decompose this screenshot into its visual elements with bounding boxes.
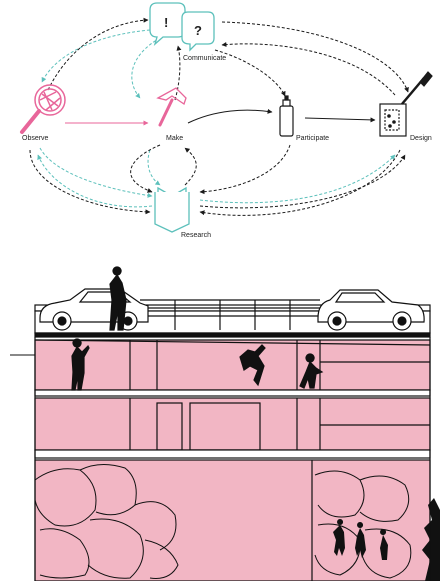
connector-make-research-black (130, 144, 161, 193)
connector-communicate-make (131, 37, 161, 99)
diagram-connectors (29, 17, 409, 216)
connector-communicate-design (221, 21, 409, 93)
connector-observe-research-black (29, 149, 151, 215)
roof-deck (34, 266, 431, 338)
connector-design-research (199, 149, 401, 216)
climbers-silhouettes (333, 519, 388, 560)
connector-make-research (147, 149, 161, 186)
node-participate: Participate (279, 95, 329, 142)
tree-foliage-silhouette (422, 498, 440, 581)
node-label-make: Make (166, 135, 183, 142)
node-label-design: Design (410, 135, 432, 142)
design-board-brush-icon (379, 71, 433, 137)
hammer-icon (156, 87, 187, 127)
node-research: Research (154, 186, 211, 239)
connector-research-design-black (199, 154, 406, 209)
bubble-glyph-question: ? (194, 23, 202, 38)
spray-can-icon (279, 95, 294, 137)
floor-lower-climbing (34, 459, 440, 581)
node-label-communicate: Communicate (183, 55, 226, 62)
connector-research-make (184, 147, 197, 186)
person-waving-silhouette (71, 338, 90, 391)
climbing-rocks-right (314, 470, 412, 579)
connector-communicate-observe (41, 29, 151, 83)
floor-upper (34, 338, 431, 397)
connector-observe-communicate (47, 17, 149, 91)
connector-design-communicate (221, 42, 396, 96)
person-breakdancing-silhouette (239, 344, 266, 387)
car-right-icon (317, 289, 425, 331)
node-label-participate: Participate (296, 135, 329, 142)
person-crouching-silhouette (299, 353, 324, 389)
connector-observe-research (39, 147, 153, 198)
connector-make-participate (187, 108, 273, 124)
bubble-glyph-exclamation: ! (164, 15, 168, 30)
node-communicate: ! ? Communicate (149, 2, 226, 62)
building-section-illustration (10, 266, 440, 581)
floor-middle (34, 397, 431, 459)
node-design: Design (379, 71, 433, 142)
connector-participate-research (199, 144, 291, 195)
node-label-observe: Observe (22, 135, 49, 142)
connector-participate-design (304, 117, 376, 123)
open-book-icon (154, 186, 190, 233)
connector-make-communicate (174, 45, 182, 101)
connector-research-observe (37, 154, 153, 208)
railing (140, 299, 320, 330)
magnifying-glass-icon (20, 84, 66, 134)
climbing-rocks-left (34, 464, 179, 579)
process-diagram: ! ? Communicate Observe Make (20, 2, 433, 239)
connector-research-design (199, 154, 396, 204)
node-observe: Observe (20, 84, 66, 142)
person-silhouette-roof (109, 266, 127, 331)
node-make: Make (156, 87, 187, 142)
connector-communicate-participate (214, 49, 286, 97)
speech-bubbles-icon: ! ? (149, 2, 215, 52)
node-label-research: Research (181, 232, 211, 239)
